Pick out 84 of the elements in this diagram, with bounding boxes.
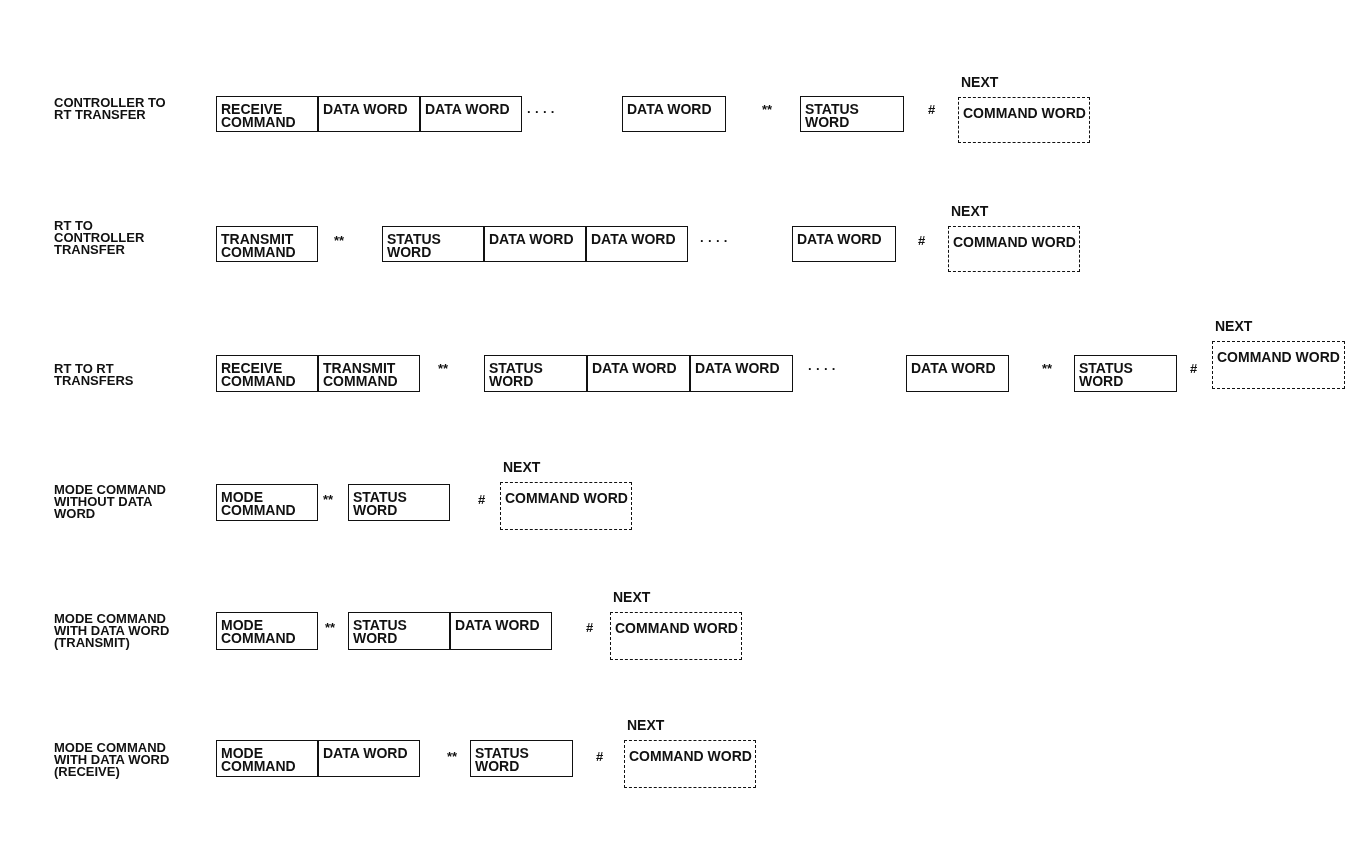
separator-mark: ** — [325, 622, 336, 634]
word-box — [348, 612, 450, 650]
word-label: STATUS WORD — [353, 619, 408, 645]
word-box — [690, 355, 793, 392]
word-label: STATUS WORD — [475, 747, 530, 773]
word-label: DATA WORD — [455, 619, 540, 632]
word-label: TRANSMIT COMMAND — [221, 233, 297, 259]
box-heading: NEXT — [961, 74, 999, 90]
word-box — [216, 612, 318, 650]
word-box — [800, 96, 904, 132]
separator-mark: ** — [762, 104, 773, 116]
word-box — [216, 740, 318, 777]
word-label: COMMAND WORD — [963, 107, 1086, 120]
box-heading: NEXT — [613, 589, 651, 605]
word-label: RECEIVE COMMAND — [221, 362, 297, 388]
word-box — [216, 96, 318, 132]
word-box — [382, 226, 484, 262]
separator-mark: # — [918, 235, 926, 247]
word-box — [484, 355, 587, 392]
word-label: MODE COMMAND — [221, 747, 297, 773]
word-label: STATUS WORD — [489, 362, 544, 388]
separator-mark: ** — [334, 235, 345, 247]
word-label: COMMAND WORD — [505, 492, 628, 505]
word-label: COMMAND WORD — [953, 236, 1076, 249]
separator-mark: · · · · — [527, 106, 556, 118]
word-label: DATA WORD — [323, 103, 408, 116]
word-label: DATA WORD — [425, 103, 510, 116]
separator-mark: # — [478, 494, 486, 506]
word-box — [792, 226, 896, 262]
separator-mark: ** — [438, 363, 449, 375]
row-label: RT TO RT TRANSFERS — [54, 363, 135, 387]
word-box — [216, 355, 318, 392]
word-label: MODE COMMAND — [221, 491, 297, 517]
separator-mark: # — [596, 751, 604, 763]
row-label: CONTROLLER TO RT TRANSFER — [54, 97, 167, 121]
row-label: MODE COMMAND WITHOUT DATA WORD — [54, 484, 167, 520]
separator-mark: · · · · — [808, 363, 837, 375]
word-label: DATA WORD — [627, 103, 712, 116]
word-box — [450, 612, 552, 650]
separator-mark: ** — [1042, 363, 1053, 375]
word-label: TRANSMIT COMMAND — [323, 362, 399, 388]
box-heading: NEXT — [627, 717, 665, 733]
word-label: DATA WORD — [911, 362, 996, 375]
word-box — [622, 96, 726, 132]
word-box — [1074, 355, 1177, 392]
word-label: DATA WORD — [797, 233, 882, 246]
word-box — [216, 226, 318, 262]
word-box — [420, 96, 522, 132]
word-label: STATUS WORD — [1079, 362, 1134, 388]
word-box — [587, 355, 690, 392]
word-label: RECEIVE COMMAND — [221, 103, 297, 129]
word-label: DATA WORD — [489, 233, 574, 246]
word-box — [586, 226, 688, 262]
box-heading: NEXT — [951, 203, 989, 219]
word-label: DATA WORD — [695, 362, 780, 375]
separator-mark: # — [586, 622, 594, 634]
word-box — [484, 226, 586, 262]
separator-mark: ** — [447, 751, 458, 763]
word-box — [216, 484, 318, 521]
word-label: STATUS WORD — [387, 233, 442, 259]
row-label: MODE COMMAND WITH DATA WORD (TRANSMIT) — [54, 613, 171, 649]
word-label: STATUS WORD — [353, 491, 408, 517]
word-label: DATA WORD — [592, 362, 677, 375]
word-label: COMMAND WORD — [615, 622, 738, 635]
word-box — [348, 484, 450, 521]
separator-mark: ** — [323, 494, 334, 506]
box-heading: NEXT — [503, 459, 541, 475]
word-box — [318, 96, 420, 132]
separator-mark: # — [928, 104, 936, 116]
word-box — [318, 740, 420, 777]
word-label: STATUS WORD — [805, 103, 860, 129]
word-label: DATA WORD — [323, 747, 408, 760]
box-heading: NEXT — [1215, 318, 1253, 334]
word-box — [906, 355, 1009, 392]
separator-mark: · · · · — [700, 235, 729, 247]
word-label: COMMAND WORD — [1217, 351, 1340, 364]
row-label: MODE COMMAND WITH DATA WORD (RECEIVE) — [54, 742, 171, 778]
word-label: COMMAND WORD — [629, 750, 752, 763]
word-box — [470, 740, 573, 777]
word-label: MODE COMMAND — [221, 619, 297, 645]
separator-mark: # — [1190, 363, 1198, 375]
row-label: RT TO CONTROLLER TRANSFER — [54, 220, 146, 256]
word-label: DATA WORD — [591, 233, 676, 246]
word-box — [318, 355, 420, 392]
